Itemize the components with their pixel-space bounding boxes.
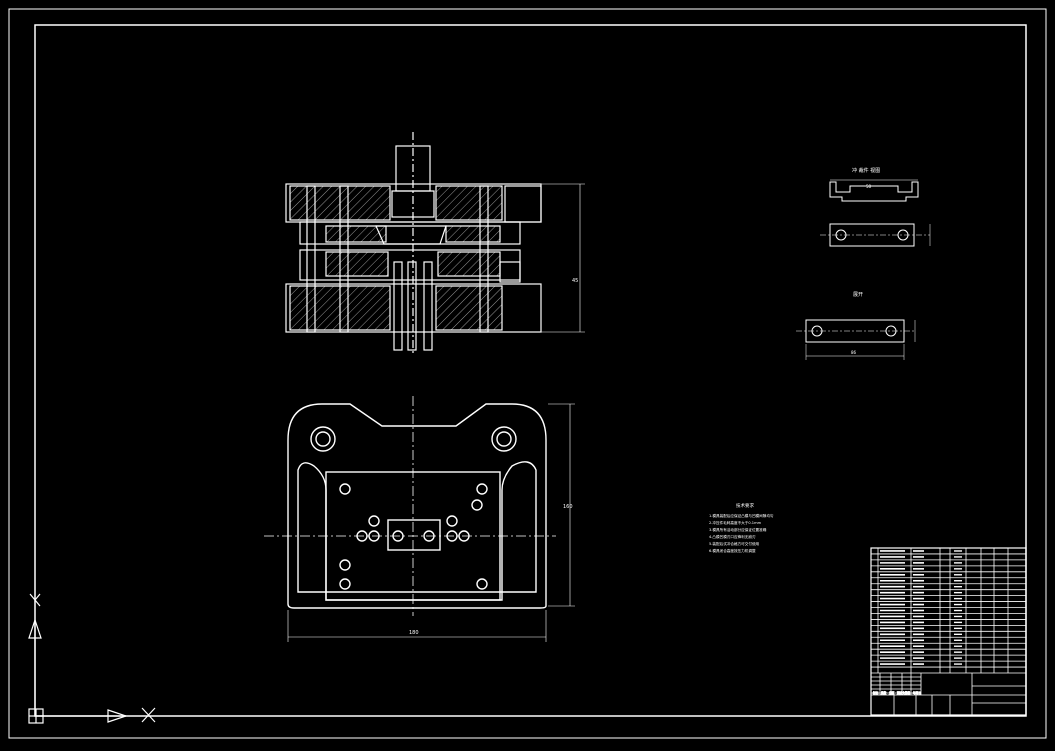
technical-notes: 技术要求 1.模具装配后应保证凸模与凹模间隙均匀 2.冲压件毛刺高度不大于0.1… [709, 502, 774, 553]
revision-label-2: 分区 [889, 691, 895, 695]
blank-view [796, 319, 916, 360]
blank-view-heading: 展开 [853, 292, 863, 298]
ucs-x-label: X [160, 721, 161, 723]
part-width-dimension: 58 [866, 184, 872, 189]
sheet-outer-border [8, 8, 1047, 739]
plan-view-width-dimension: 180 [409, 630, 419, 636]
notes-line-3: 3.模具所有活动部分应保证位置准确 [709, 527, 767, 532]
revision-label-1: 处数 [881, 691, 887, 695]
revision-label-0: 标记 [873, 691, 879, 695]
blank-length-dimension: 86 [851, 350, 857, 355]
plan-view-height-dimension: 160 [563, 504, 573, 510]
notes-line-6: 6.模具闭合高度按压力机调整 [709, 548, 756, 553]
ucs-icon [28, 593, 156, 724]
part-view-heading: 冲 裁件 视图 [852, 167, 880, 174]
ucs-y-label: Y [48, 599, 49, 601]
revision-label-5: 年月日 [913, 691, 921, 695]
plan-view [264, 396, 575, 642]
revision-label-4: 签名 [905, 691, 911, 695]
revision-label-3: 更改文件号 [897, 691, 910, 695]
front-view-height-dimension: 45 [572, 278, 578, 284]
front-section-view [285, 132, 585, 356]
notes-line-4: 4.凸模凹模刃口应锋利无崩刃 [709, 534, 756, 539]
sheet-inner-border [34, 24, 1027, 717]
title-block: 标记处数分区更改文件号签名年月日 [870, 547, 1027, 716]
notes-heading: 技术要求 [736, 502, 754, 509]
notes-line-5: 5.装配后试冲合格方可交付使用 [709, 541, 760, 546]
notes-line-2: 2.冲压件毛刺高度不大于0.1mm [709, 520, 762, 525]
notes-line-1: 1.模具装配后应保证凸模与凹模间隙均匀 [709, 513, 774, 518]
part-section-view [820, 179, 931, 247]
